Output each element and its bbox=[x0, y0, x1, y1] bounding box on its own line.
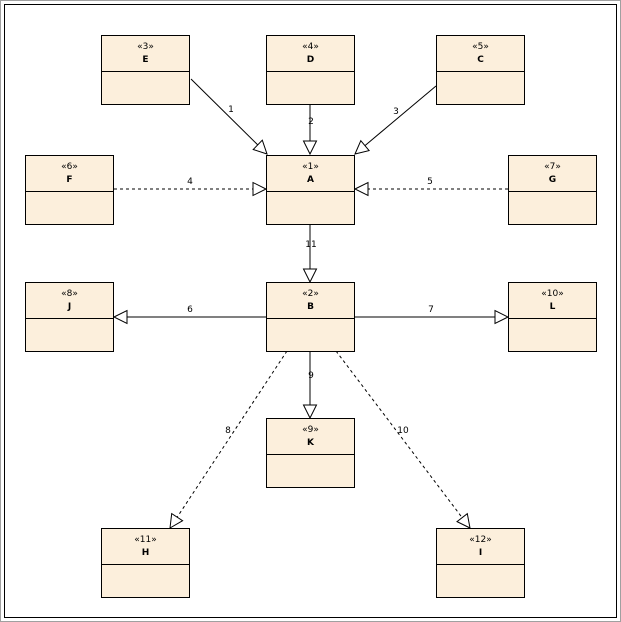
generalization-arrowhead bbox=[169, 512, 184, 529]
class-box-l[interactable]: «10» L bbox=[508, 282, 597, 352]
generalization-arrowhead bbox=[353, 181, 369, 197]
generalization-arrowhead bbox=[302, 140, 318, 156]
generalization-arrowhead bbox=[302, 268, 318, 284]
class-box-e[interactable]: «3» E bbox=[101, 35, 190, 105]
class-box-b[interactable]: «2» B bbox=[266, 282, 355, 352]
class-name: H bbox=[142, 548, 150, 558]
generalization-arrowhead bbox=[494, 309, 510, 325]
class-box-body bbox=[266, 155, 355, 225]
class-box-body bbox=[25, 282, 114, 352]
relation-f-to-a[interactable] bbox=[114, 181, 268, 197]
class-name: I bbox=[479, 548, 482, 558]
class-box-body bbox=[436, 35, 525, 105]
class-box-body bbox=[436, 528, 525, 598]
relation-label: 8 bbox=[225, 426, 231, 436]
class-stereotype: «3» bbox=[137, 42, 154, 52]
class-name: E bbox=[142, 55, 148, 65]
generalization-arrowhead bbox=[354, 139, 371, 155]
relations-layer bbox=[112, 78, 510, 529]
class-stereotype: «12» bbox=[469, 535, 491, 545]
class-box-body bbox=[508, 155, 597, 225]
class-box-h[interactable]: «11» H bbox=[101, 528, 190, 598]
generalization-arrowhead bbox=[302, 404, 318, 420]
diagram-border bbox=[4, 4, 617, 618]
relation-label: 6 bbox=[187, 305, 193, 315]
class-box-i[interactable]: «12» I bbox=[436, 528, 525, 598]
class-name: J bbox=[67, 302, 71, 312]
class-stereotype: «2» bbox=[302, 289, 319, 299]
class-name: A bbox=[307, 175, 314, 185]
classes-layer: «1» A «2» B «3» E «4» D «5» C «6» F «7» G «8» J «9» K «10»… bbox=[25, 35, 597, 598]
relation-line bbox=[364, 85, 437, 147]
relation-g-to-a[interactable] bbox=[353, 181, 508, 197]
relation-e-to-a[interactable] bbox=[190, 78, 268, 155]
class-box-d[interactable]: «4» D bbox=[266, 35, 355, 105]
class-box-body bbox=[25, 155, 114, 225]
relation-label: 4 bbox=[187, 177, 193, 187]
relation-label: 11 bbox=[305, 240, 316, 250]
relation-label: 9 bbox=[308, 371, 314, 381]
class-box-g[interactable]: «7» G bbox=[508, 155, 597, 225]
class-stereotype: «1» bbox=[302, 162, 319, 172]
relation-b-to-k[interactable] bbox=[302, 351, 318, 420]
class-box-body bbox=[508, 282, 597, 352]
class-box-body bbox=[101, 528, 190, 598]
class-box-body bbox=[101, 35, 190, 105]
class-name: B bbox=[307, 302, 314, 312]
relation-label: 10 bbox=[397, 426, 409, 436]
class-box-k[interactable]: «9» K bbox=[266, 418, 355, 488]
class-stereotype: «4» bbox=[302, 42, 319, 52]
class-name: G bbox=[549, 175, 556, 185]
relation-label: 2 bbox=[308, 117, 314, 127]
relation-label: 7 bbox=[428, 305, 434, 315]
class-box-body bbox=[266, 282, 355, 352]
generalization-arrowhead bbox=[252, 139, 268, 155]
relation-a-to-b[interactable] bbox=[302, 224, 318, 284]
class-stereotype: «9» bbox=[302, 425, 319, 435]
relation-line bbox=[190, 78, 259, 146]
relation-label: 5 bbox=[427, 177, 433, 187]
class-stereotype: «5» bbox=[472, 42, 489, 52]
relation-b-to-i[interactable] bbox=[335, 350, 471, 529]
class-stereotype: «7» bbox=[544, 162, 561, 172]
relation-d-to-a[interactable] bbox=[302, 104, 318, 156]
class-box-body bbox=[266, 418, 355, 488]
generalization-arrowhead bbox=[252, 181, 268, 197]
class-stereotype: «11» bbox=[134, 535, 156, 545]
class-name: D bbox=[307, 55, 314, 65]
class-name: F bbox=[66, 175, 72, 185]
relation-label: 3 bbox=[393, 107, 399, 117]
class-stereotype: «10» bbox=[541, 289, 563, 299]
relation-labels-layer: 1 2 3 4 5 11 6 7 9 8 10 bbox=[187, 105, 434, 436]
relation-b-to-j[interactable] bbox=[112, 309, 266, 325]
relation-c-to-a[interactable] bbox=[354, 85, 437, 155]
class-box-a[interactable]: «1» A bbox=[266, 155, 355, 225]
class-stereotype: «6» bbox=[61, 162, 78, 172]
class-box-c[interactable]: «5» C bbox=[436, 35, 525, 105]
class-box-body bbox=[266, 35, 355, 105]
class-stereotype: «8» bbox=[61, 289, 78, 299]
class-box-j[interactable]: «8» J bbox=[25, 282, 114, 352]
class-name: L bbox=[550, 302, 556, 312]
relation-b-to-h[interactable] bbox=[169, 350, 288, 529]
generalization-arrowhead bbox=[456, 512, 471, 529]
relation-line bbox=[335, 350, 463, 518]
class-name: K bbox=[307, 438, 315, 448]
generalization-arrowhead bbox=[112, 309, 128, 325]
relation-b-to-l[interactable] bbox=[355, 309, 510, 325]
class-box-f[interactable]: «6» F bbox=[25, 155, 114, 225]
relation-label: 1 bbox=[228, 105, 234, 115]
class-name: C bbox=[477, 55, 484, 65]
